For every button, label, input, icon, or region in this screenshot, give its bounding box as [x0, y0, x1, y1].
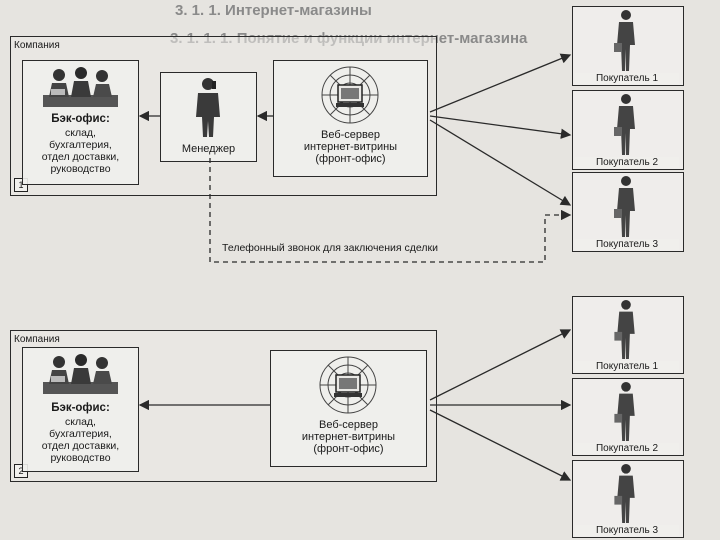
back-office-box-1: Бэк-офис: склад, бухгалтерия, отдел дост…: [22, 60, 139, 185]
buyer-3-box-2: Покупатель 3: [572, 460, 684, 538]
back-office-title-2: Бэк-офис:: [51, 402, 110, 414]
buyer-1-box-2: Покупатель 1: [572, 296, 684, 374]
web-server-text-2: Веб-сервер интернет-витрины (фронт-офис): [301, 419, 396, 455]
back-office-text-1: склад, бухгалтерия, отдел доставки, руко…: [41, 127, 120, 175]
buyer-1-box-1: Покупатель 1: [572, 6, 684, 86]
company-label-1: Компания: [14, 40, 60, 51]
web-server-icon: [318, 65, 382, 129]
back-office-title-1: Бэк-офис:: [51, 113, 110, 125]
company-label-2: Компания: [14, 334, 60, 345]
buyer-3-icon-1: [613, 175, 639, 241]
buyer-3-box-1: Покупатель 3: [572, 172, 684, 252]
phone-call-label: Телефонный звонок для заключения сделки: [218, 242, 442, 254]
web-server-icon: [316, 355, 380, 419]
buyer-2-label-1: Покупатель 2: [575, 157, 679, 168]
buyer-3-label-1: Покупатель 3: [575, 239, 679, 250]
back-office-text-2: склад, бухгалтерия, отдел доставки, руко…: [41, 416, 120, 464]
back-office-box-2: Бэк-офис: склад, бухгалтерия, отдел дост…: [22, 347, 139, 472]
web-server-box-1: Веб-сервер интернет-витрины (фронт-офис): [273, 60, 428, 177]
buyer-2-icon-2: [613, 381, 639, 445]
buyer-2-icon-1: [613, 93, 639, 159]
buyer-1-label-2: Покупатель 1: [575, 361, 679, 372]
office-people-icon: [43, 352, 118, 398]
buyer-1-icon-2: [613, 299, 639, 363]
buyer-2-label-2: Покупатель 2: [575, 443, 679, 454]
buyer-1-icon-1: [613, 9, 639, 75]
web-server-text-1: Веб-сервер интернет-витрины (фронт-офис): [303, 129, 398, 165]
office-people-icon: [43, 65, 118, 111]
arrow-server1-to-buyer1: [429, 53, 572, 113]
buyer-1-label-1: Покупатель 1: [575, 73, 679, 84]
buyer-2-box-1: Покупатель 2: [572, 90, 684, 170]
page-heading: 3. 1. 1. Интернет-магазины: [175, 2, 372, 19]
buyer-3-label-2: Покупатель 3: [575, 525, 679, 536]
arrow-server2-to-buyer1: [429, 329, 572, 401]
arrow-server1-to-buyer2: [429, 115, 572, 139]
web-server-box-2: Веб-сервер интернет-витрины (фронт-офис): [270, 350, 427, 467]
phone-call-line: [209, 158, 572, 263]
manager-icon: [194, 77, 222, 141]
buyer-2-box-2: Покупатель 2: [572, 378, 684, 456]
arrow-server2-to-buyer3: [429, 409, 572, 481]
manager-label: Менеджер: [181, 143, 236, 155]
manager-box: Менеджер: [160, 72, 257, 162]
arrow-server1-to-buyer3: [429, 119, 572, 206]
buyer-3-icon-2: [613, 463, 639, 527]
